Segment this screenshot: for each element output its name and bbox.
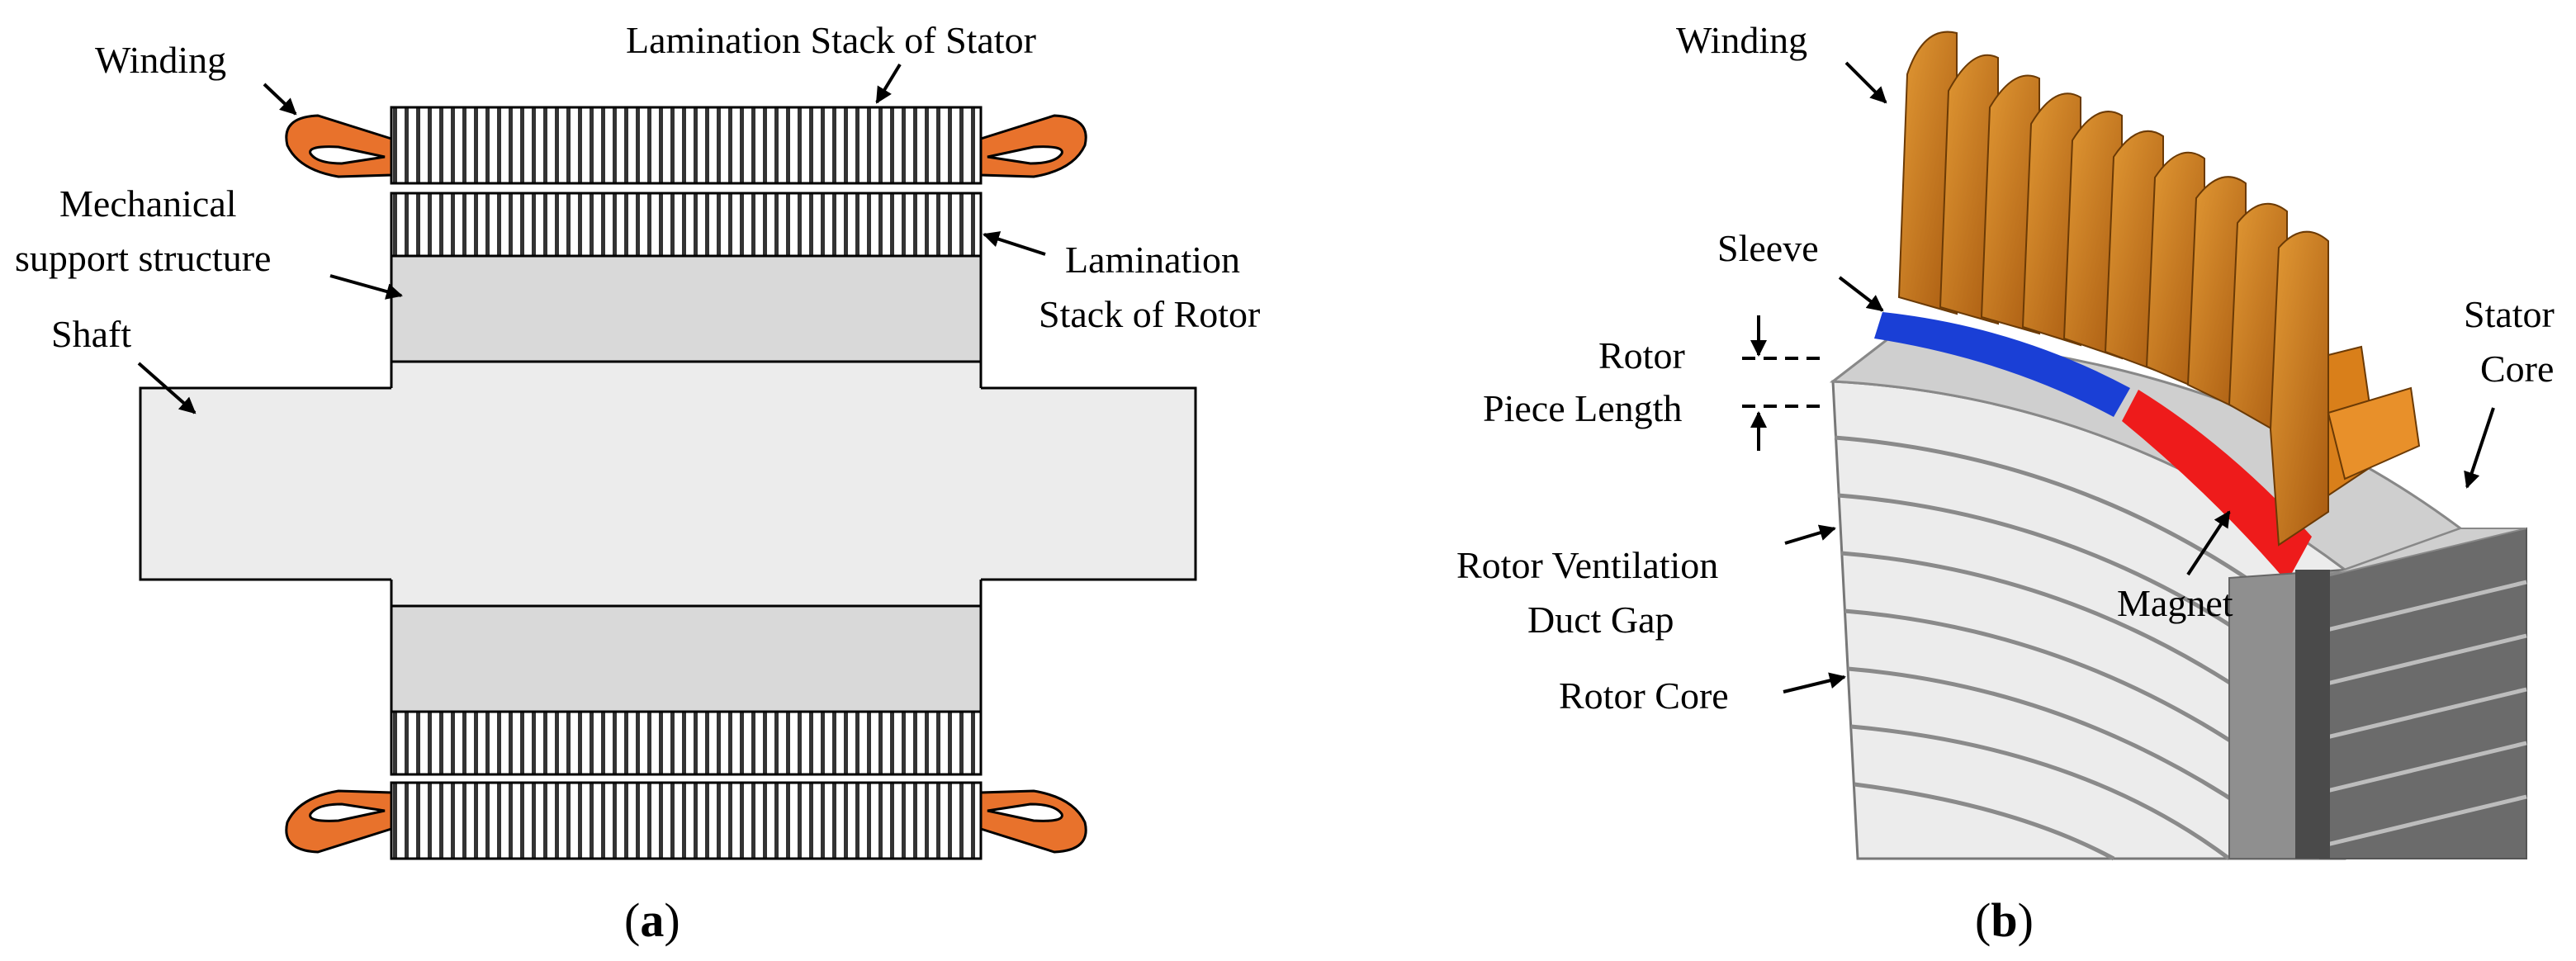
label-rotor-core: Rotor Core — [1559, 675, 1729, 717]
label-mechanical-1: Mechanical — [59, 182, 237, 225]
label-stator-core-2: Core — [2480, 348, 2554, 390]
label-lamination-stator: Lamination Stack of Stator — [626, 19, 1036, 61]
label-winding-a: Winding — [95, 39, 226, 81]
stator-lamination-lines — [2319, 580, 2527, 849]
label-shaft: Shaft — [51, 313, 131, 355]
caption-b: (b) — [1975, 893, 2034, 947]
label-rotor-piece-2: Piece Length — [1483, 387, 1682, 429]
label-rotor-piece-1: Rotor — [1598, 334, 1685, 376]
label-rotor-vent-2: Duct Gap — [1527, 599, 1674, 641]
arrow-lamination-stator — [875, 63, 902, 104]
rotor-lamination-top — [390, 192, 983, 258]
stator-lamination-top — [390, 106, 983, 185]
winding-bottom-right — [979, 789, 1087, 854]
rotor-lamination-bottom — [390, 710, 983, 776]
stator-slot-dark — [2295, 570, 2330, 859]
winding-top-left — [285, 114, 393, 178]
winding-top-right — [979, 114, 1087, 178]
arrow-sleeve — [1838, 276, 1884, 312]
label-lamination-rotor-2: Stack of Rotor — [1039, 293, 1260, 335]
label-sleeve: Sleeve — [1717, 227, 1819, 269]
arrow-shaft — [137, 362, 197, 414]
label-magnet: Magnet — [2117, 582, 2233, 624]
shaft-hub — [391, 362, 981, 632]
arrow-winding-b — [1844, 61, 1887, 104]
label-rotor-vent-1: Rotor Ventilation — [1456, 544, 1718, 586]
mechanical-support-bottom — [390, 604, 983, 713]
magnet — [2122, 390, 2312, 582]
winding-coils — [1897, 31, 2421, 547]
winding-bottom-left — [285, 789, 393, 854]
arrow-lamination-rotor — [983, 231, 1046, 256]
sleeve — [1874, 312, 2130, 417]
label-mechanical-2: support structure — [15, 237, 271, 279]
stator-lamination-bottom — [390, 781, 983, 860]
arrow-magnet — [2186, 510, 2231, 576]
label-winding-b: Winding — [1676, 19, 1807, 61]
panel-a: Winding Lamination Stack of Stator Mecha… — [15, 19, 1260, 947]
label-lamination-rotor-1: Lamination — [1065, 239, 1240, 281]
rotor-piece-dimension — [1742, 315, 1825, 451]
label-stator-core-1: Stator — [2464, 293, 2555, 335]
arrow-rotor-vent — [1784, 524, 1836, 545]
mechanical-support-top — [390, 254, 983, 363]
stator-core — [2319, 527, 2527, 859]
arrow-stator-core — [2464, 407, 2495, 489]
arrow-rotor-core — [1783, 672, 1846, 694]
arrow-winding-a — [263, 83, 297, 116]
panel-b: Winding Sleeve Rotor Piece Length Stator… — [1456, 19, 2555, 947]
caption-a: (a) — [624, 893, 680, 947]
arrow-mechanical — [329, 274, 403, 300]
